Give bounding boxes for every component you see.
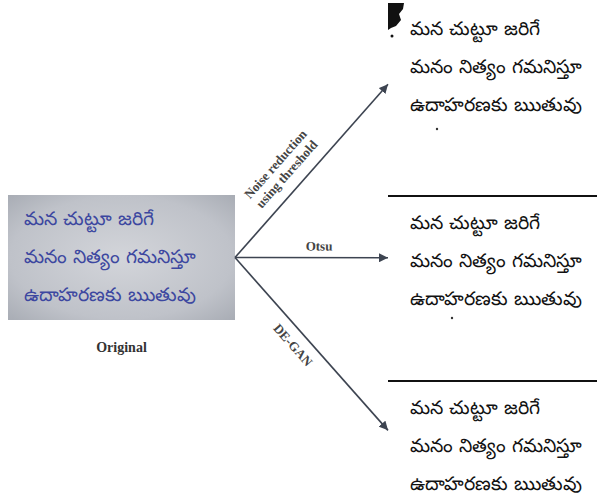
method-label: Otsu <box>306 238 333 253</box>
handwritten-line: ఉదాహరణకు ఋతువు <box>410 279 582 317</box>
input-image: మన చుట్టూ జరిగేమనం నిత్యం గమనిస్తూఉదాహరణ… <box>8 195 235 320</box>
original-photo <box>8 195 235 320</box>
method-label: Noise reduction using threshold <box>233 117 330 221</box>
handwritten-line: మనం నిత్యం గమనిస్తూ <box>410 47 582 85</box>
handwritten-line: మన చుట్టూ జరిగే <box>410 388 540 426</box>
border-line <box>388 195 597 197</box>
handwritten-line: మన చుట్టూ జరిగే <box>410 203 540 241</box>
arrow-connector <box>235 258 388 431</box>
noise-dot <box>391 35 394 38</box>
image-caption: Original <box>8 340 235 356</box>
threshold-output <box>388 3 597 130</box>
handwritten-line: మన చుట్టూ జరిగే <box>410 9 540 47</box>
noise-blob <box>388 3 404 30</box>
handwritten-line: మనం నిత్యం గమనిస్తూ <box>410 426 582 464</box>
output-image: మన చుట్టూ జరిగేమనం నిత్యం గమనిస్తూఉదాహరణ… <box>388 197 597 321</box>
handwritten-line: మనం నిత్యం గమనిస్తూ <box>24 237 196 275</box>
noise-dot <box>436 128 438 130</box>
noise-dot <box>451 317 453 319</box>
handwritten-line: ఉదాహరణకు ఋతువు <box>24 275 196 313</box>
output-image: మన చుట్టూ జరిగేమనం నిత్యం గమనిస్తూఉదాహరణ… <box>388 3 597 130</box>
border-line <box>388 380 597 382</box>
handwritten-line: మనం నిత్యం గమనిస్తూ <box>410 241 582 279</box>
method-label: DE-GAN <box>271 320 316 368</box>
arrow-connector <box>235 257 388 259</box>
handwritten-line: ఉదాహరణకు ఋతువు <box>410 85 582 123</box>
handwritten-line: ఉదాహరణకు ఋతువు <box>410 464 582 502</box>
output-image: మన చుట్టూ జరిగేమనం నిత్యం గమనిస్తూఉదాహరణ… <box>388 382 597 504</box>
handwritten-line: మన చుట్టూ జరిగే <box>24 199 154 237</box>
